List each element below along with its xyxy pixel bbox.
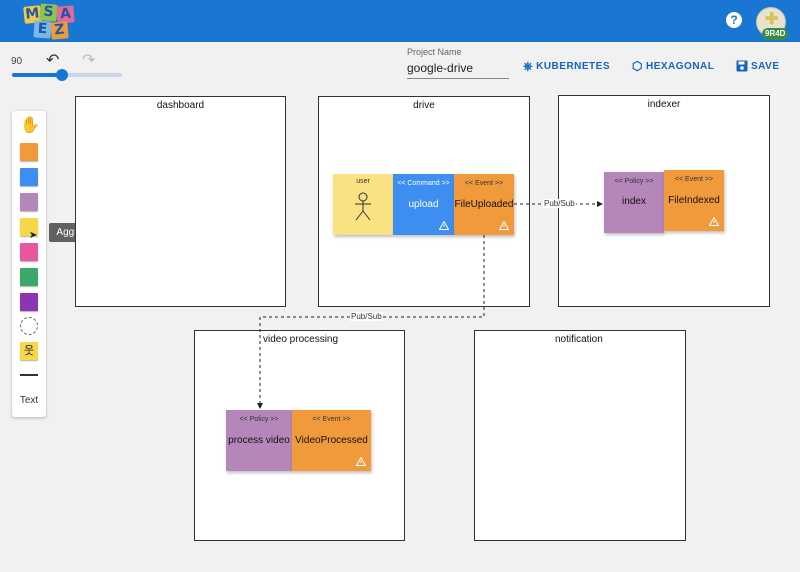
palette-external-sticker[interactable] — [20, 243, 38, 261]
save-button[interactable]: SAVE — [736, 58, 780, 74]
palette-event-sticker[interactable] — [20, 143, 38, 161]
hexagon-icon: ⬡ — [632, 59, 643, 73]
palette-policy-sticker[interactable] — [20, 193, 38, 211]
sticker-type: << Policy >> — [614, 178, 654, 185]
msaez-logo[interactable]: M S A E Z — [23, 3, 90, 40]
sticker-name: process video — [228, 435, 290, 446]
sticker-name: FileIndexed — [668, 195, 720, 206]
avatar-badge: 9R4D — [762, 28, 789, 40]
kubernetes-button[interactable]: ⎈ KUBERNETES — [523, 58, 610, 74]
bounded-context-title: drive — [413, 100, 435, 111]
policy-sticker-process-video[interactable]: << Policy >> process video — [226, 410, 292, 471]
logo-letter: S — [39, 3, 58, 22]
palette-command-sticker[interactable] — [20, 168, 38, 186]
sticker-type: << Event >> — [312, 416, 351, 423]
bounded-context-title: indexer — [647, 99, 681, 110]
warning-icon[interactable] — [356, 457, 366, 466]
warning-icon[interactable] — [499, 221, 509, 230]
kubernetes-label: KUBERNETES — [536, 60, 611, 72]
project-name-label: Project Name — [407, 47, 462, 57]
sticker-type: << Event >> — [464, 180, 504, 187]
logo-letter: E — [33, 20, 52, 39]
element-palette: ✋ 웃 Text — [12, 111, 46, 417]
palette-aggregate-sticker[interactable] — [20, 218, 38, 236]
palette-line-tool[interactable] — [20, 374, 38, 376]
top-app-bar: M S A E Z ? ✚ 9R4D — [0, 0, 800, 42]
redo-icon[interactable]: ↷ — [82, 52, 96, 69]
hexagonal-label: HEXAGONAL — [645, 60, 715, 72]
sticker-name: index — [622, 196, 646, 207]
bounded-context-title: dashboard — [156, 100, 205, 111]
zoom-slider[interactable] — [12, 69, 122, 81]
actor-sticker-user[interactable]: user — [333, 174, 393, 235]
sticker-type: << Command >> — [397, 180, 450, 187]
help-icon[interactable]: ? — [726, 12, 742, 28]
event-sticker-file-indexed[interactable]: << Event >> FileIndexed — [664, 170, 724, 231]
save-label: SAVE — [751, 60, 780, 72]
policy-sticker-index[interactable]: << Policy >> index — [604, 172, 664, 233]
undo-icon[interactable]: ↶ — [46, 52, 60, 69]
warning-icon[interactable] — [709, 217, 719, 226]
command-sticker-upload[interactable]: << Command >> upload — [393, 174, 454, 235]
logo-letter: Z — [50, 21, 69, 40]
sticker-name: FileUploaded — [454, 199, 514, 210]
bounded-context-notification[interactable]: notification — [474, 330, 686, 541]
edge-label: Pub/Sub — [543, 199, 576, 208]
mouse-cursor-icon: ➤ — [29, 230, 38, 241]
warning-icon[interactable] — [439, 221, 449, 230]
event-sticker-video-processed[interactable]: << Event >> VideoProcessed — [292, 410, 371, 471]
hexagonal-button[interactable]: ⬡ HEXAGONAL — [632, 58, 714, 74]
zoom-value: 90 — [11, 56, 23, 67]
palette-readmodel-sticker[interactable] — [20, 268, 38, 286]
palette-issue-sticker[interactable] — [20, 293, 38, 311]
zoom-slider-thumb[interactable] — [55, 69, 68, 81]
avatar-plus-icon: ✚ — [765, 11, 779, 28]
project-name-input[interactable]: google-drive — [407, 59, 509, 79]
sticker-type: << Event >> — [674, 176, 714, 183]
event-sticker-file-uploaded[interactable]: << Event >> FileUploaded — [454, 174, 514, 235]
actor-stick-figure-icon — [355, 192, 371, 221]
palette-actor-icon[interactable]: 웃 — [20, 342, 38, 360]
palette-text-tool[interactable]: Text — [19, 395, 39, 406]
sticker-type: << Policy >> — [239, 416, 279, 423]
hand-pan-icon[interactable]: ✋ — [20, 117, 40, 134]
helm-wheel-icon: ⎈ — [523, 58, 534, 73]
zoom-slider-fill — [12, 73, 62, 77]
save-disk-icon — [736, 60, 748, 72]
sticker-name: VideoProcessed — [295, 435, 368, 446]
palette-bounded-context[interactable] — [20, 317, 38, 335]
bounded-context-title: video processing — [263, 334, 339, 345]
sticker-name: user — [356, 178, 370, 185]
bounded-context-title: notification — [555, 334, 603, 345]
edge-label: Pub/Sub — [350, 312, 383, 321]
bounded-context-dashboard[interactable]: dashboard — [75, 96, 286, 307]
sticker-name: upload — [408, 199, 439, 210]
